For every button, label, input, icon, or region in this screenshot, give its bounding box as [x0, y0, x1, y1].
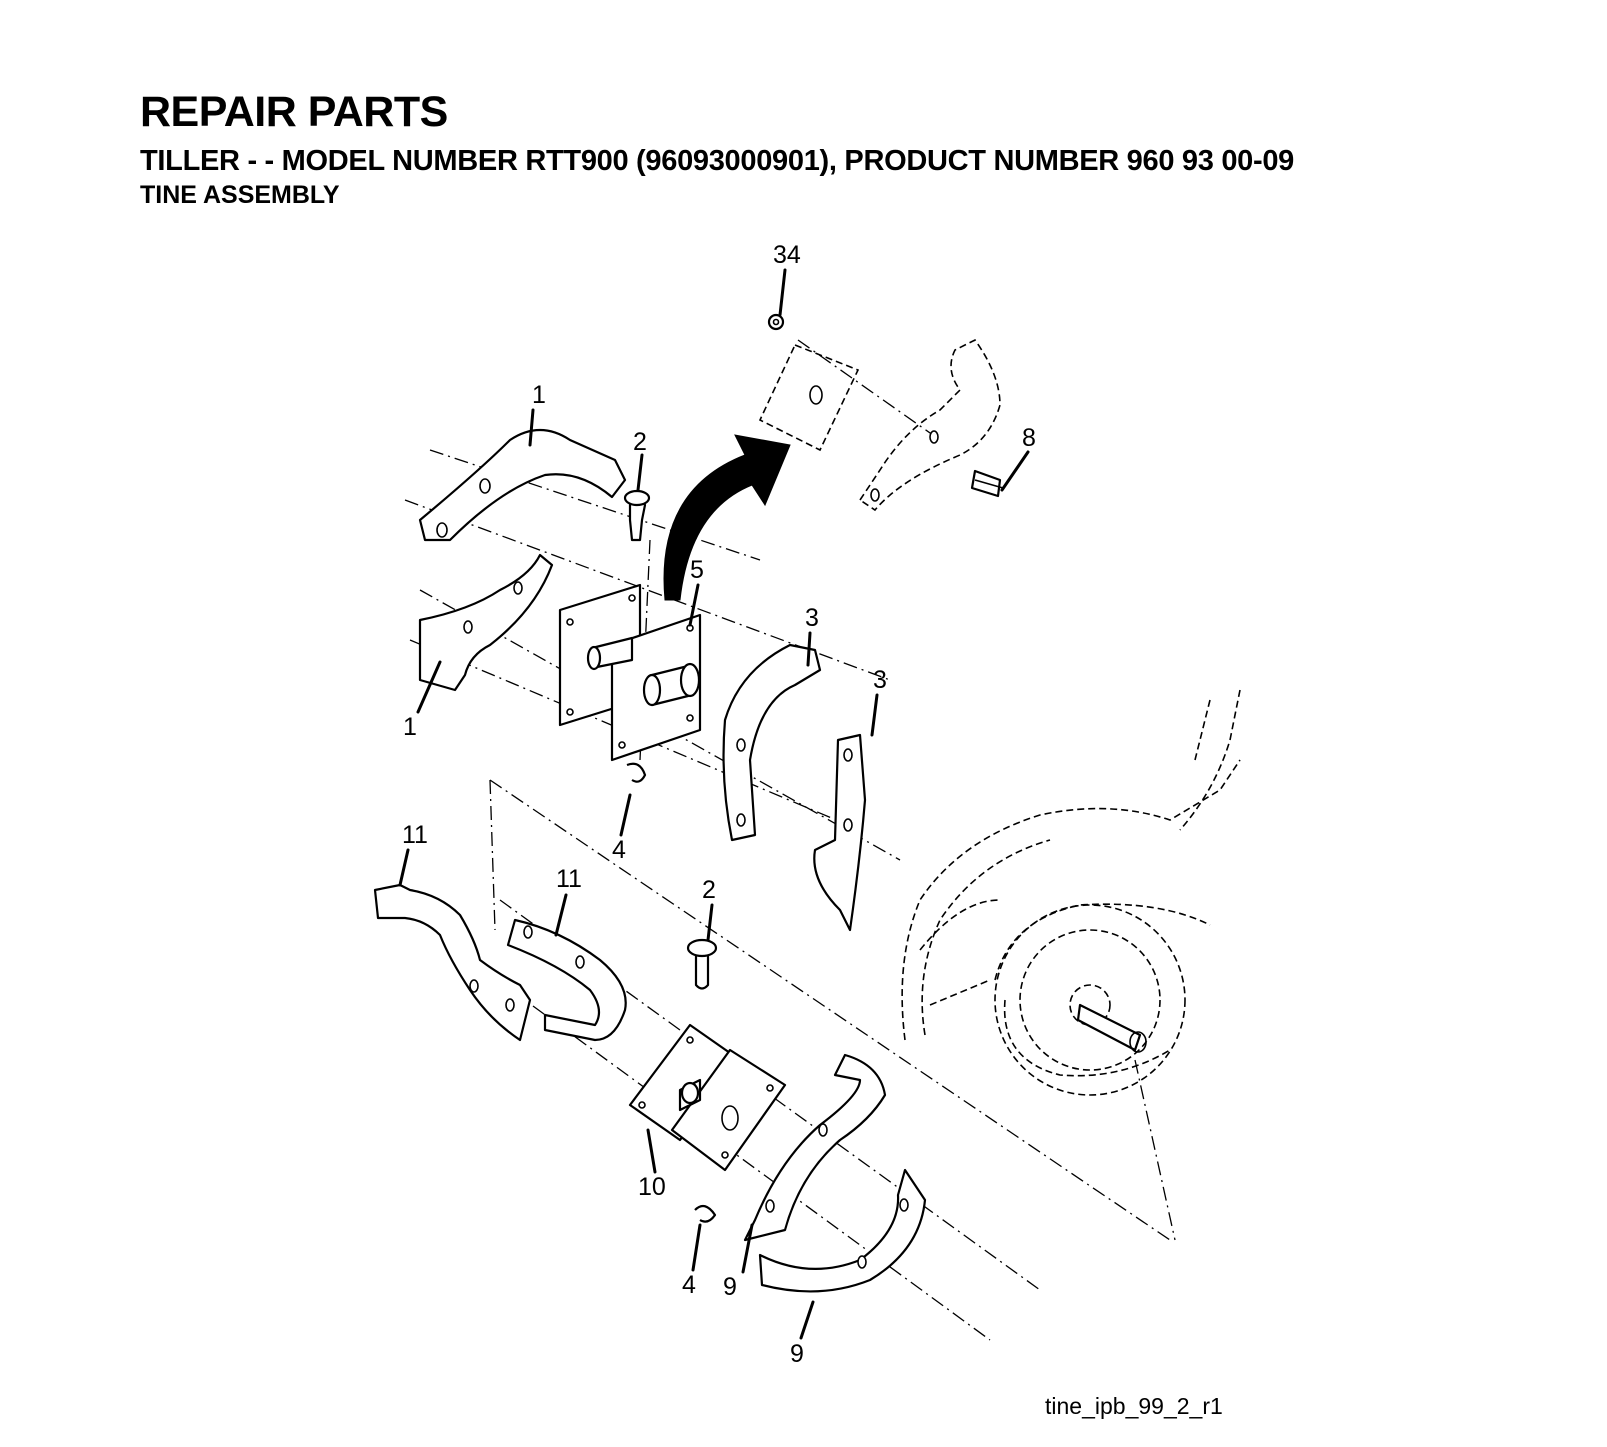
tine-3-left — [722, 643, 822, 842]
tine-11-left — [373, 883, 532, 1042]
tine-9-left — [743, 1053, 887, 1242]
upper-tines — [418, 429, 867, 932]
callout-leaders — [398, 268, 1030, 1340]
callout-11-right: 11 — [556, 865, 582, 893]
detail-arrow — [663, 434, 791, 601]
callout-9-bottom: 9 — [790, 1340, 804, 1368]
clevis-pin-2-lower — [694, 948, 710, 990]
callout-5: 5 — [690, 556, 704, 584]
callout-11-left: 11 — [402, 821, 428, 849]
tine-detail-outline — [858, 338, 1001, 512]
tine-3-right — [813, 733, 867, 932]
tiller-transmission-housing — [901, 689, 1241, 1096]
callout-1-bottom: 1 — [403, 713, 417, 741]
callout-labels: 34 1 2 8 5 3 3 1 4 11 11 2 10 4 9 9 — [402, 241, 1036, 1368]
figure-id: tine_ipb_99_2_r1 — [1045, 1393, 1223, 1419]
callout-34: 34 — [773, 241, 801, 269]
callout-9-left: 9 — [723, 1273, 737, 1301]
callout-2-bottom: 2 — [702, 876, 716, 904]
callout-2-top: 2 — [633, 428, 647, 456]
tine-hardware-detail — [758, 313, 1004, 512]
hairpin-4-upper — [626, 762, 647, 783]
model-subtitle: TILLER - - MODEL NUMBER RTT900 (96093000… — [140, 145, 1295, 177]
tine-1-lower — [418, 553, 554, 692]
callout-3-left: 3 — [805, 604, 819, 632]
tine-1-upper — [418, 429, 627, 542]
callout-1-top: 1 — [532, 381, 546, 409]
callout-10: 10 — [638, 1173, 666, 1201]
tine-shaft — [1076, 1003, 1142, 1052]
lower-tines — [373, 883, 927, 1293]
section-title: TINE ASSEMBLY — [140, 181, 340, 209]
callout-3-right: 3 — [873, 666, 887, 694]
callout-4-bottom: 4 — [682, 1271, 696, 1299]
page-title: REPAIR PARTS — [140, 88, 448, 136]
tine-9-right — [758, 1168, 927, 1293]
hairpin-4-lower — [694, 1204, 717, 1223]
callout-8: 8 — [1022, 424, 1036, 452]
callout-4-top: 4 — [612, 836, 626, 864]
tine-11-right — [506, 918, 627, 1042]
tine-clip-plate — [758, 343, 860, 452]
